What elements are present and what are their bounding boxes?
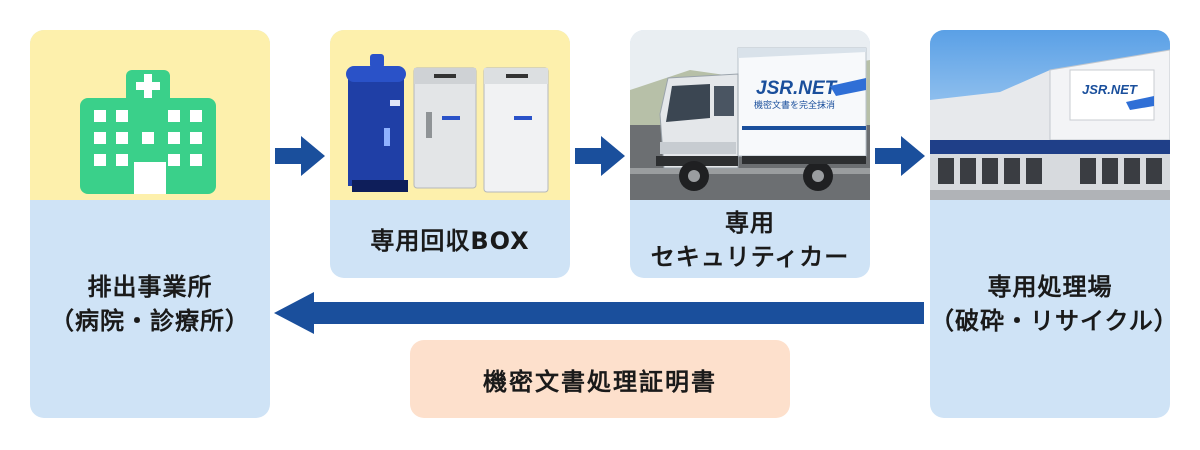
processing-plant-image: JSR.NET [930, 30, 1170, 200]
return-arrow [274, 292, 924, 334]
office-card: 排出事業所 （病院・診療所） [30, 30, 270, 418]
truck-label-line1: 専用 [725, 209, 775, 237]
truck-label: 専用 セキュリティカー [630, 206, 870, 274]
certificate-label: 機密文書処理証明書 [410, 340, 790, 418]
truck-label-line2: セキュリティカー [650, 243, 850, 271]
plant-label-line2: （破砕・リサイクル） [930, 307, 1170, 335]
arrow-right-2 [575, 136, 625, 176]
box-label: 専用回収BOX [370, 227, 530, 255]
arrow-right-1 [275, 136, 325, 176]
truck-logo-text: JSR.NET [756, 78, 838, 99]
arrow-right-3 [875, 136, 925, 176]
collection-box-image [346, 54, 549, 193]
plant-label-line1: 専用処理場 [987, 273, 1113, 301]
plant-logo-text: JSR.NET [1082, 82, 1138, 97]
box-card: 専用回収BOX [330, 30, 570, 278]
plant-card: JSR.NET 専用処理場 （破砕・リサイクル） [930, 30, 1170, 418]
security-truck-image: JSR.NET 機密文書を完全抹消 [630, 30, 870, 200]
hospital-icon [80, 70, 216, 194]
truck-subtitle-text: 機密文書を完全抹消 [754, 99, 835, 111]
office-label-line2: （病院・診療所） [50, 307, 250, 335]
truck-card: JSR.NET 機密文書を完全抹消 専用 セキュリティカー [630, 30, 870, 278]
office-label: 排出事業所 （病院・診療所） [30, 270, 270, 338]
plant-label: 専用処理場 （破砕・リサイクル） [930, 270, 1170, 338]
office-label-line1: 排出事業所 [87, 273, 213, 301]
